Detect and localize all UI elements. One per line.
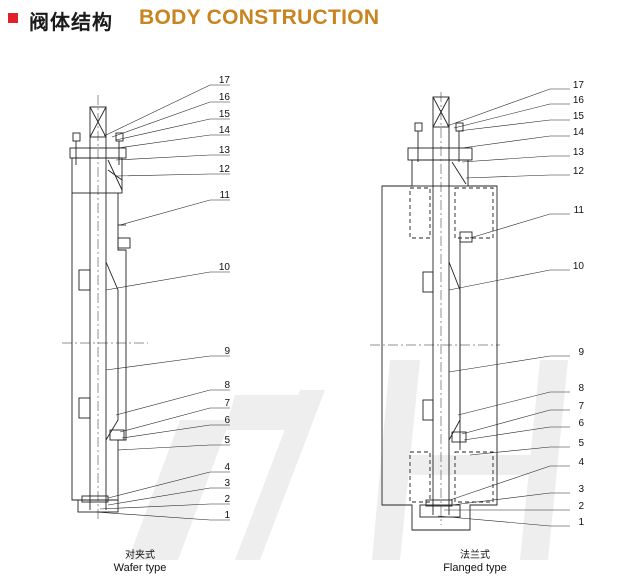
wafer-part-numbers: 17 16 15 14 13 12 11 10 9 8 7 6 5 4 3 2 …	[219, 75, 231, 521]
flanged-part-6: 6	[578, 418, 584, 429]
flanged-caption: 法兰式 Flanged type	[430, 549, 520, 575]
flanged-part-2: 2	[578, 501, 584, 512]
wafer-caption-cn: 对夹式	[125, 550, 155, 561]
flanged-part-12: 12	[573, 166, 585, 177]
background-watermark	[128, 360, 568, 560]
flanged-part-15: 15	[573, 111, 585, 122]
wafer-part-7: 7	[224, 398, 230, 409]
wafer-part-9: 9	[224, 346, 230, 357]
wafer-part-14: 14	[219, 125, 231, 136]
wafer-part-10: 10	[219, 262, 231, 273]
flanged-part-11: 11	[574, 205, 585, 216]
wafer-part-3: 3	[224, 478, 230, 489]
flanged-part-4: 4	[578, 457, 584, 468]
wafer-type-drawing	[62, 95, 148, 522]
wafer-part-12: 12	[219, 164, 231, 175]
flanged-part-7: 7	[578, 401, 584, 412]
flanged-part-17: 17	[573, 80, 585, 91]
red-square-bullet-icon	[8, 13, 18, 23]
wafer-caption-en: Wafer type	[113, 562, 167, 574]
flanged-part-numbers: 17 16 15 14 13 12 11 10 9 8 7 6 5 4 3 2 …	[573, 80, 585, 528]
flanged-type-drawing	[370, 92, 500, 531]
wafer-part-16: 16	[219, 92, 231, 103]
wafer-part-15: 15	[219, 109, 231, 120]
flanged-part-14: 14	[573, 127, 585, 138]
flanged-part-9: 9	[578, 347, 584, 358]
wafer-part-5: 5	[224, 435, 230, 446]
flanged-part-1: 1	[578, 517, 584, 528]
wafer-part-1: 1	[224, 510, 230, 521]
wafer-part-2: 2	[224, 494, 230, 505]
wafer-part-13: 13	[219, 145, 231, 156]
flanged-part-10: 10	[573, 261, 585, 272]
title-english: BODY CONSTRUCTION	[139, 6, 380, 29]
wafer-part-6: 6	[224, 415, 230, 426]
flanged-part-16: 16	[573, 95, 585, 106]
wafer-leader-lines	[94, 84, 230, 521]
flanged-part-3: 3	[578, 484, 584, 495]
title-chinese: 阀体结构	[29, 10, 113, 34]
wafer-caption: 对夹式 Wafer type	[100, 549, 180, 575]
wafer-part-4: 4	[224, 462, 230, 473]
flanged-part-8: 8	[578, 383, 584, 394]
flanged-caption-en: Flanged type	[443, 562, 507, 574]
flanged-part-5: 5	[578, 438, 584, 449]
page-header: 阀体结构 BODY CONSTRUCTION	[0, 0, 626, 40]
wafer-part-8: 8	[224, 380, 230, 391]
flanged-caption-cn: 法兰式	[460, 550, 490, 561]
flanged-leader-lines	[437, 88, 570, 527]
wafer-part-17: 17	[219, 75, 231, 86]
wafer-part-11: 11	[220, 190, 231, 201]
flanged-part-13: 13	[573, 147, 585, 158]
